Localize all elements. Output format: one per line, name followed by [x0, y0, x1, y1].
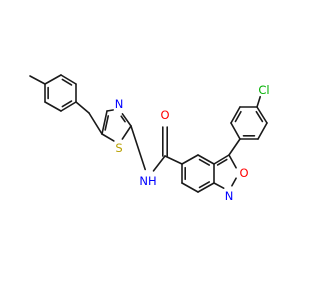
bond	[61, 78, 73, 86]
bond	[121, 125, 132, 140]
bond	[164, 155, 183, 165]
bond	[44, 101, 62, 112]
bond	[60, 101, 77, 112]
bond	[198, 181, 211, 189]
bond	[120, 115, 126, 123]
bond	[152, 155, 166, 172]
bond	[256, 95, 262, 108]
bond	[44, 74, 62, 85]
bond	[213, 154, 230, 165]
bond	[101, 110, 108, 135]
chlorine-label: Cl	[258, 83, 269, 97]
bond	[198, 158, 211, 166]
bond	[257, 122, 268, 140]
thiazole-sulfur-label: S	[115, 141, 122, 155]
bond	[197, 154, 215, 165]
bond	[230, 122, 241, 140]
bond	[216, 158, 228, 166]
thiazole-nitrogen-label: N	[115, 97, 124, 111]
bond	[130, 125, 147, 171]
bond	[181, 154, 199, 165]
bond	[231, 177, 237, 187]
amide-oxygen-label: O	[160, 108, 169, 122]
bond	[101, 133, 115, 142]
bond	[106, 109, 114, 112]
bond	[60, 74, 77, 85]
bond	[61, 100, 73, 108]
bond	[197, 182, 215, 193]
bond	[234, 110, 242, 123]
amide-nh-label: NH	[139, 174, 156, 188]
isoxazole-oxygen-label: O	[239, 166, 248, 180]
bond	[181, 182, 199, 193]
bond	[213, 182, 225, 189]
bond	[121, 113, 132, 127]
bond	[228, 154, 237, 169]
isoxazole-nitrogen-label: N	[225, 189, 234, 203]
bond	[75, 101, 90, 114]
bond	[228, 138, 241, 156]
bond	[256, 106, 268, 124]
bond	[104, 115, 110, 131]
bond-lines	[29, 74, 268, 193]
bond	[230, 106, 241, 124]
bond	[255, 110, 264, 123]
bond	[88, 112, 103, 135]
bond	[29, 75, 46, 85]
